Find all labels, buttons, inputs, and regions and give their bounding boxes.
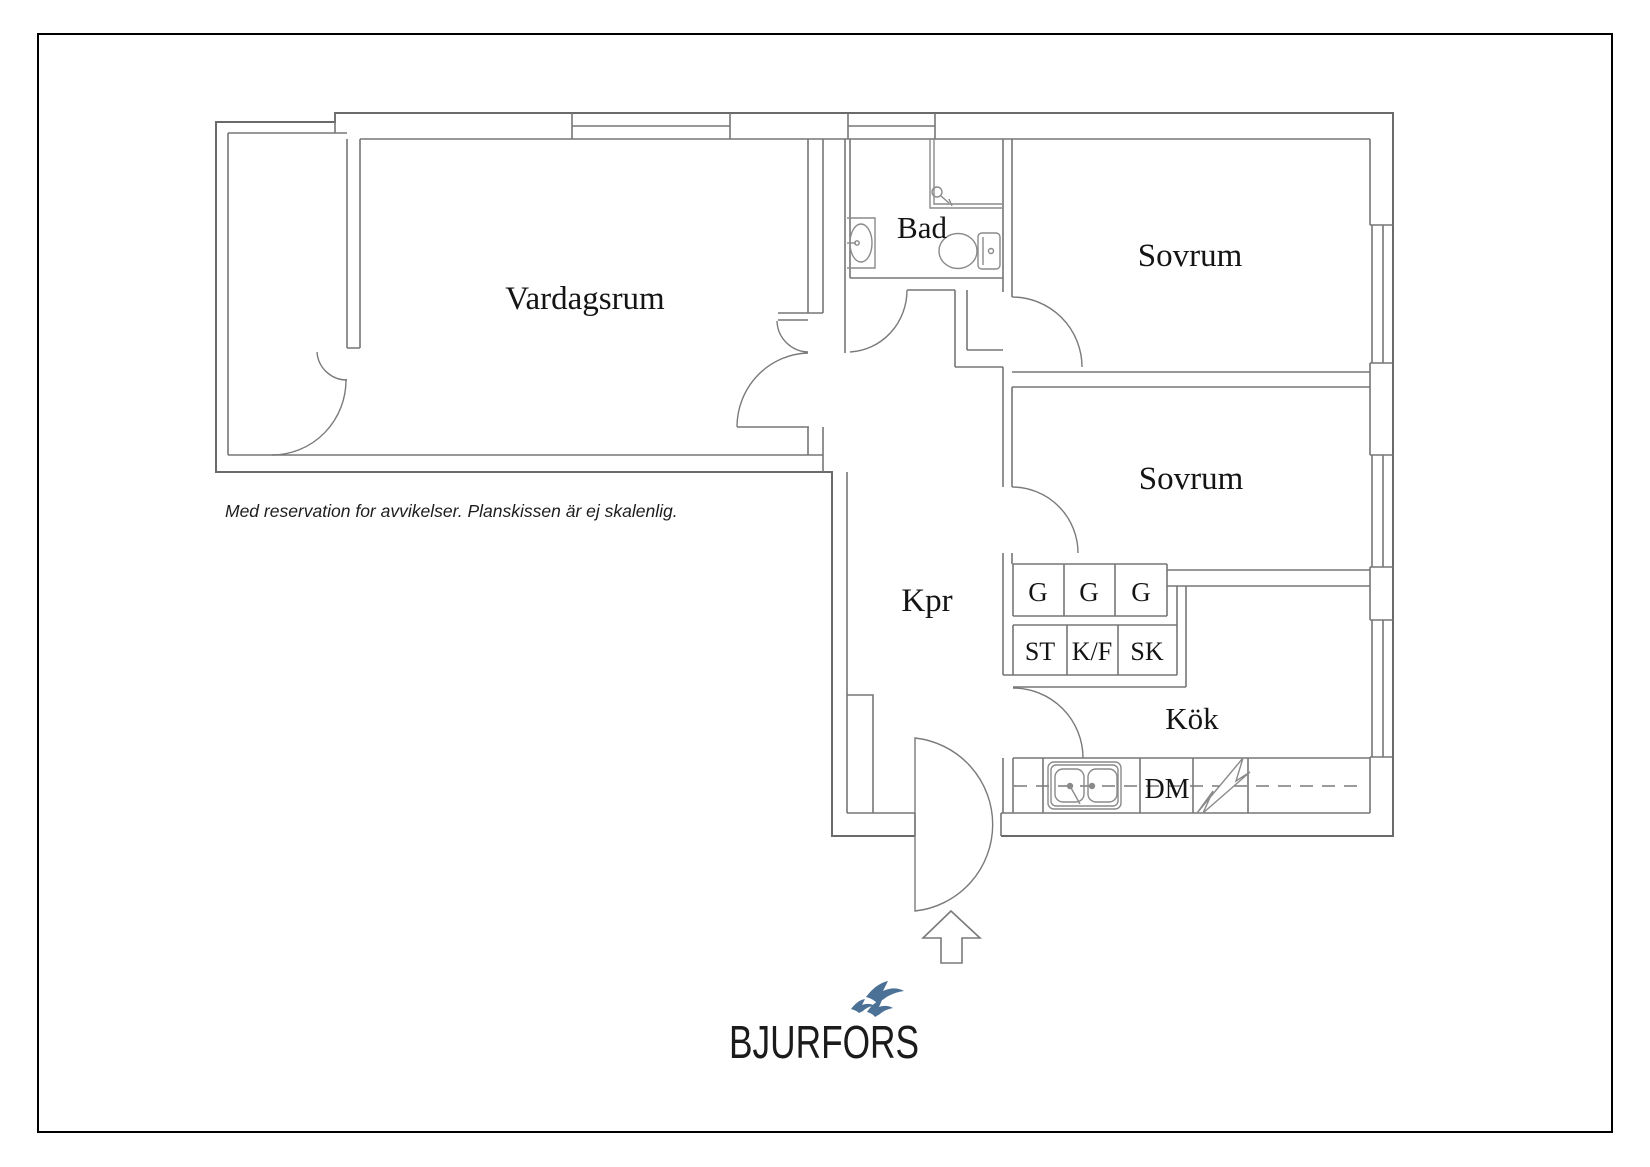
closet-label-kf: K/F xyxy=(1072,637,1112,666)
closet-label-g3: G xyxy=(1131,577,1151,607)
shower-head-icon xyxy=(931,186,943,198)
closet-label-g1: G xyxy=(1028,577,1048,607)
entry-door-leaf xyxy=(914,737,994,912)
stove-icon xyxy=(1196,757,1251,814)
birds-icon xyxy=(851,981,904,1017)
page-border-frame xyxy=(37,33,1613,1133)
shower-icon xyxy=(929,139,1002,209)
shower-hose xyxy=(940,195,953,207)
kitchen-sink-icon xyxy=(1047,761,1122,810)
closet-label-g2: G xyxy=(1079,577,1099,607)
outer-wall-outline xyxy=(215,112,1394,837)
dishwasher-label-dm: DM xyxy=(1144,774,1189,805)
door-arcs xyxy=(271,289,1084,759)
room-label-bad: Bad xyxy=(897,210,947,245)
logo-text: BJURFORS xyxy=(729,1016,919,1068)
closet-label-sk: SK xyxy=(1130,637,1163,666)
disclaimer-text: Med reservation for avvikelser. Planskis… xyxy=(225,501,678,521)
washbasin-icon xyxy=(847,217,876,269)
bjurfors-logo: BJURFORS xyxy=(729,981,919,1068)
room-label-vardagsrum: Vardagsrum xyxy=(505,281,665,317)
kitchen-fixtures xyxy=(1047,757,1251,814)
closet-label-st: ST xyxy=(1025,637,1055,666)
entrance-arrow-icon xyxy=(921,909,983,964)
room-label-kok: Kök xyxy=(1165,701,1219,736)
bathroom-fixtures xyxy=(847,139,1002,270)
toilet-icon xyxy=(938,232,978,270)
room-label-sovrum-mid: Sovrum xyxy=(1139,461,1244,497)
room-label-sovrum-top: Sovrum xyxy=(1138,238,1243,274)
room-label-kpr: Kpr xyxy=(901,583,952,619)
